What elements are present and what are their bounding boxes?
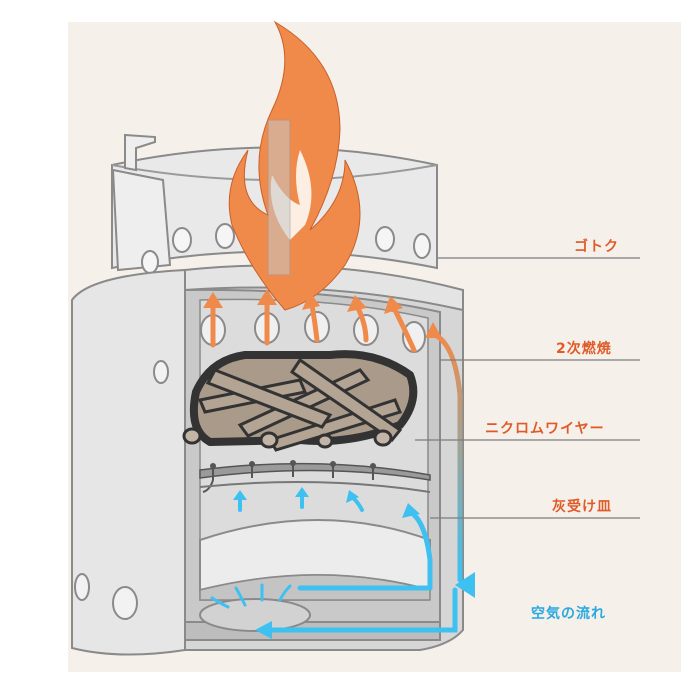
- air-flow-arrows: [210, 322, 537, 639]
- label-secondary-combustion: 2次燃焼: [556, 341, 612, 357]
- secondary-arrowheads: [203, 289, 403, 314]
- flame: [228, 20, 361, 311]
- secondary-combustion-arrows: [210, 299, 417, 353]
- label-nichrome-wire: ニクロムワイヤー: [485, 421, 605, 437]
- label-gotoku: ゴトク: [574, 239, 619, 255]
- label-ash-tray: 灰受け皿: [552, 499, 612, 515]
- label-air-flow: 空気の流れ: [531, 606, 606, 622]
- nichrome-grate: [199, 460, 431, 493]
- leader-lines: [415, 257, 640, 519]
- firewood-pile: [182, 350, 418, 452]
